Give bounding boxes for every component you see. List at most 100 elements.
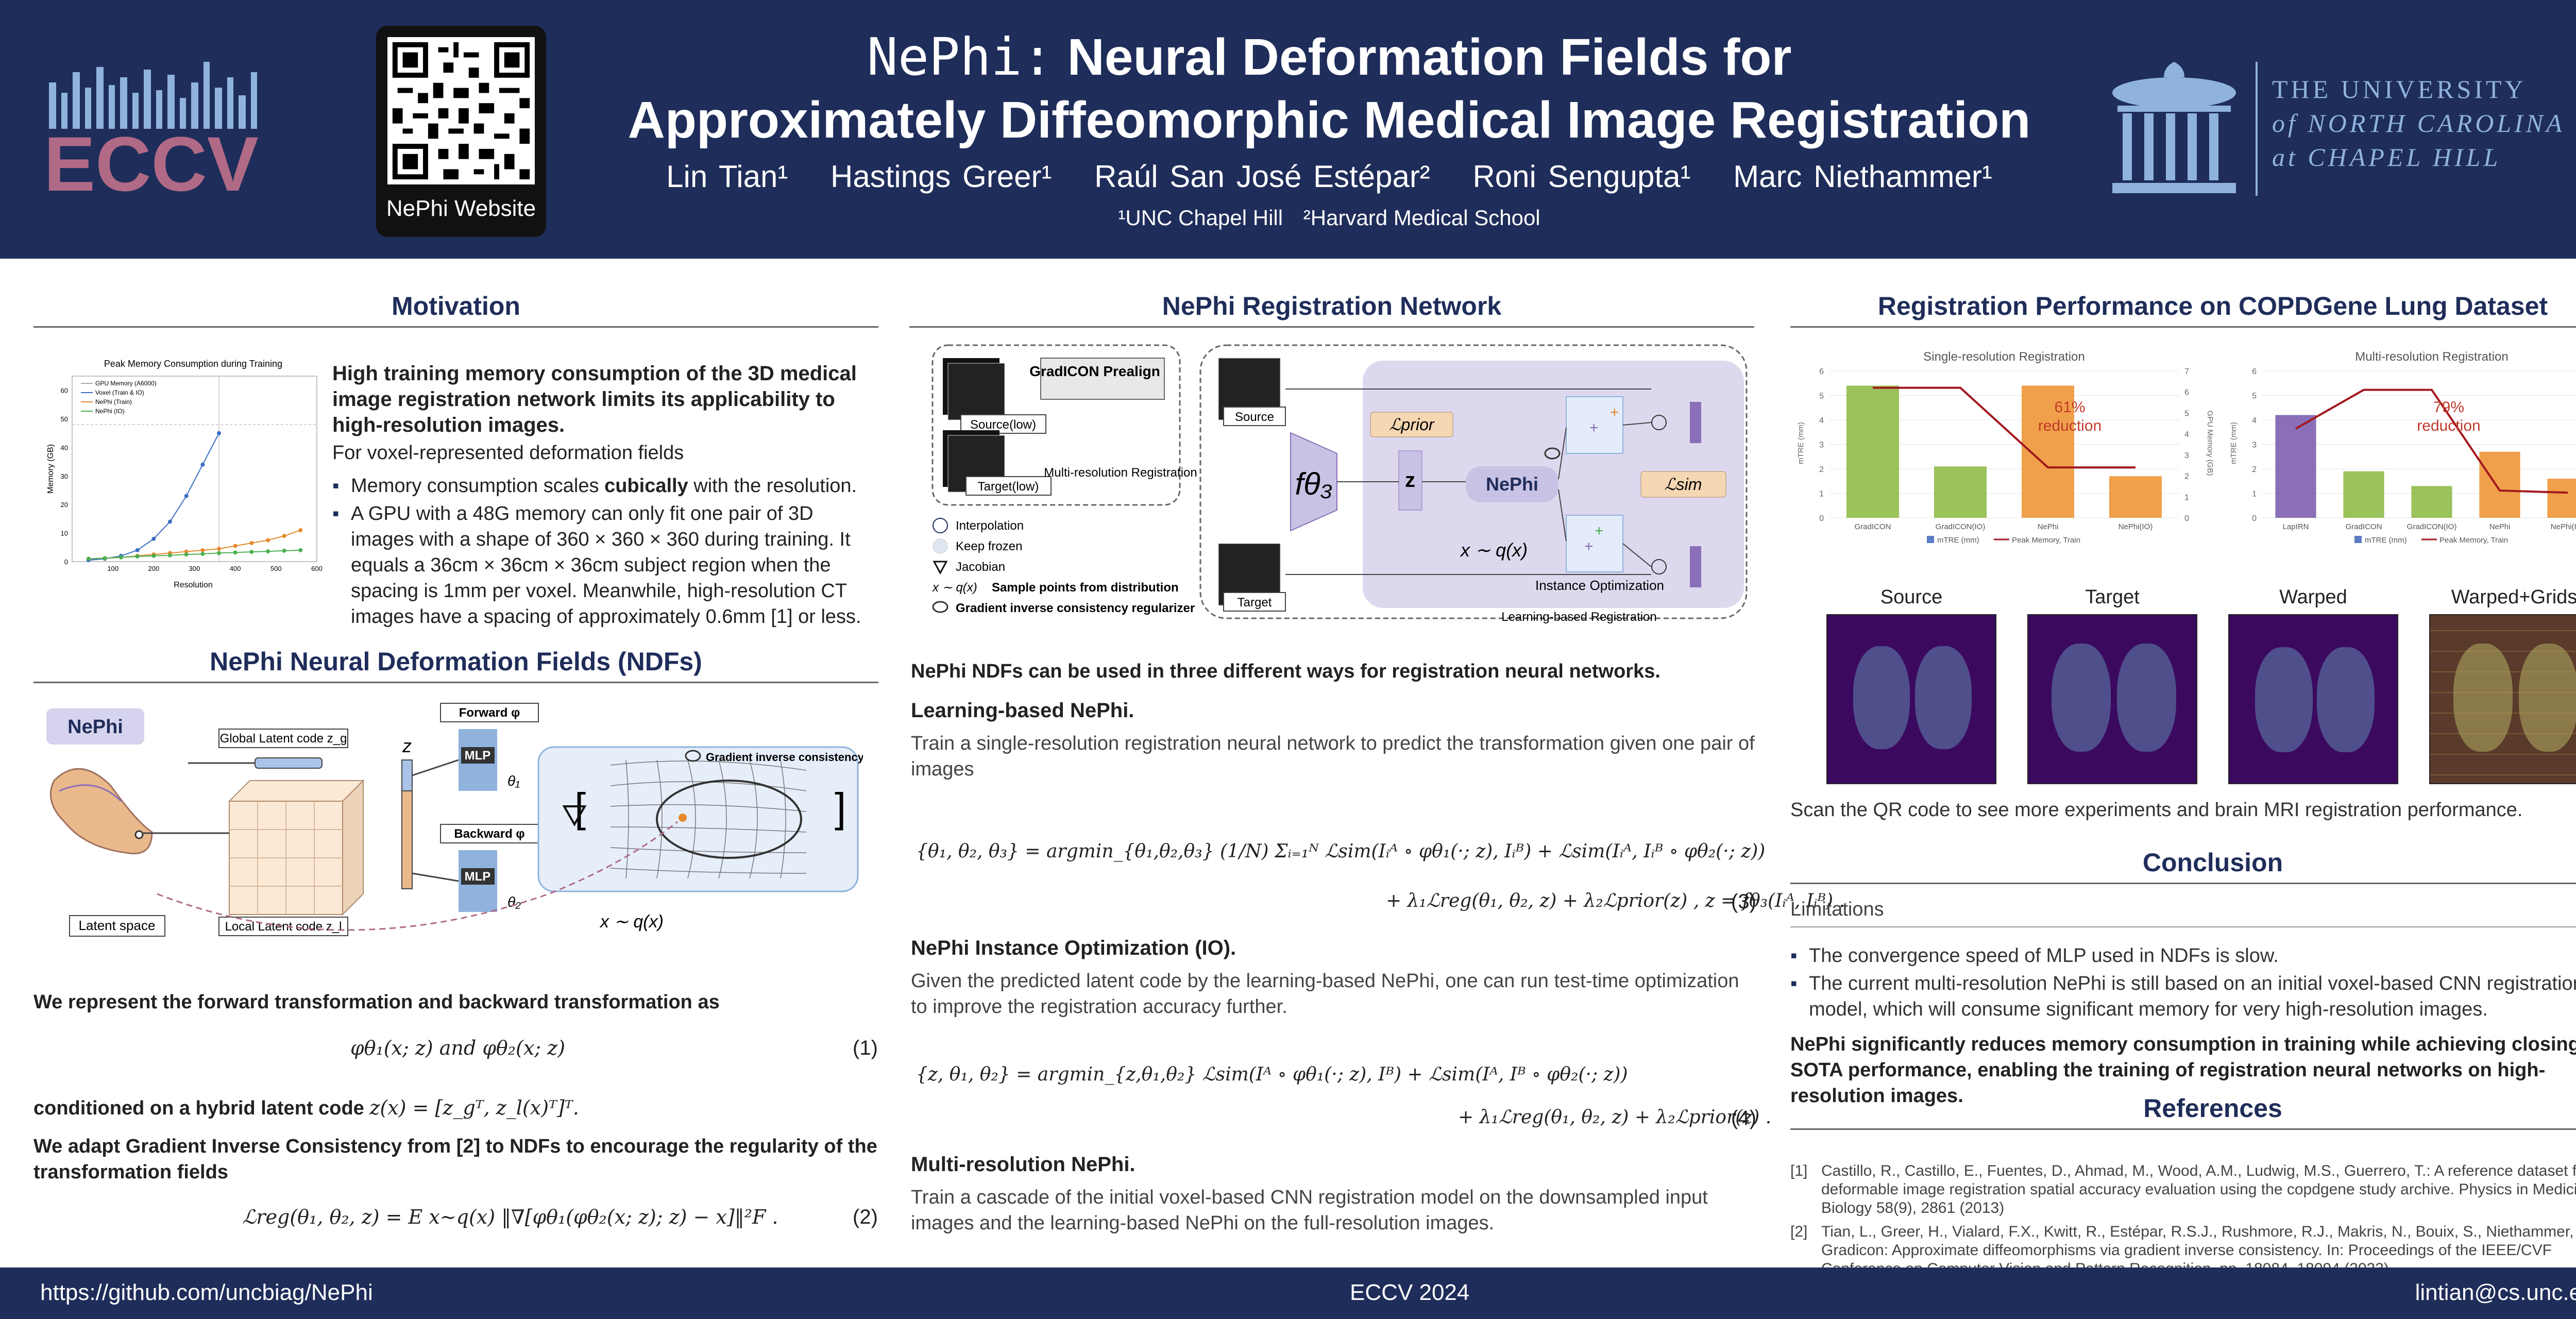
- equation-2: ℒreg(θ₁, θ₂, z) = E x∼q(x) ‖∇[φθ₁(φθ₂(x;…: [242, 1206, 778, 1228]
- author-list: Lin Tian¹ Hastings Greer¹ Raúl San José …: [567, 159, 2092, 194]
- image-label-warped-grids: Warped+Grids: [2451, 586, 2576, 608]
- category-label: LapIRN: [2283, 522, 2309, 531]
- y-tick-label: 5: [2252, 392, 2257, 401]
- y2-tick-label: 0: [2184, 514, 2189, 523]
- y2-tick-label: 6: [2184, 388, 2189, 397]
- legend-swatch: [2354, 536, 2362, 543]
- conclusion-body: Limitations The convergence speed of MLP…: [1790, 897, 2576, 1109]
- legend-label: Voxel (Train & IO): [95, 389, 144, 396]
- network-heading: NePhi Registration Network: [909, 291, 1754, 328]
- data-point: [217, 547, 221, 551]
- y-tick-label: 2: [1819, 465, 1824, 474]
- svg-text:Interpolation: Interpolation: [956, 519, 1024, 533]
- data-point: [266, 538, 270, 543]
- svg-text:x ∼ q(x): x ∼ q(x): [599, 912, 664, 932]
- chart-title: Peak Memory Consumption during Training: [104, 359, 282, 369]
- unc-line: of NORTH CAROLINA: [2272, 109, 2565, 138]
- bar: [2343, 471, 2384, 518]
- y-tick-label: 10: [61, 530, 68, 537]
- category-label: GradICON(IO): [2407, 522, 2457, 531]
- title-mono: NePhi:: [867, 27, 1053, 87]
- y-axis-label: mTRE (mm): [1797, 422, 1805, 464]
- series-line: [88, 433, 219, 561]
- category-label: GradICON: [2346, 522, 2382, 531]
- data-point: [298, 548, 303, 552]
- author: Roni Sengupta¹: [1472, 159, 1691, 194]
- qr-code[interactable]: [387, 37, 535, 184]
- legend-label: GPU Memory (A6000): [95, 380, 157, 387]
- svg-text:Instance Optimization: Instance Optimization: [1535, 578, 1664, 593]
- data-point: [233, 544, 238, 548]
- data-point: [249, 550, 254, 554]
- y-axis-label: Memory (GB): [46, 444, 55, 494]
- data-point: [217, 551, 221, 555]
- affiliation: ¹UNC Chapel Hill: [1118, 206, 1283, 230]
- svg-text:Target(low): Target(low): [978, 480, 1039, 494]
- data-point: [200, 548, 205, 552]
- svg-text:Local Latent code z_l: Local Latent code z_l: [225, 920, 342, 934]
- old-well-icon: [2112, 62, 2236, 193]
- data-point: [135, 548, 140, 552]
- data-point: [151, 536, 156, 541]
- data-point: [217, 431, 221, 435]
- author: Marc Niethammer¹: [1733, 159, 1992, 194]
- svg-text:ℒprior: ℒprior: [1389, 415, 1434, 434]
- equation-1-number: (1): [853, 1037, 878, 1059]
- svg-text:+: +: [1610, 404, 1619, 421]
- legend-label: Peak Memory, Train: [2439, 536, 2508, 545]
- poster-title: NePhi: Neural Deformation Fields for App…: [567, 26, 2092, 230]
- motivation-bullet: Memory consumption scales cubically with…: [332, 473, 881, 499]
- data-point: [135, 554, 140, 559]
- reduction-callout: reduction: [2417, 417, 2480, 434]
- svg-text:Target: Target: [1238, 596, 1272, 610]
- target-image: [2027, 614, 2197, 784]
- github-link[interactable]: https://github.com/uncbiag/NePhi: [40, 1280, 373, 1305]
- author: Raúl San José Estépar²: [1094, 159, 1430, 194]
- reduction-callout: 79%: [2433, 399, 2464, 416]
- svg-text:θ₂: θ₂: [507, 894, 521, 910]
- motivation-heading: Motivation: [33, 291, 878, 328]
- data-point: [184, 494, 189, 498]
- legend-label: NePhi (Train): [95, 398, 132, 405]
- warped-image: [2228, 614, 2398, 784]
- image-label-warped: Warped: [2279, 586, 2347, 608]
- source-image: [1826, 614, 1996, 784]
- y2-tick-label: 7: [2184, 367, 2189, 376]
- legend-label: NePhi (IO): [95, 408, 125, 415]
- chart-title: Multi-resolution Registration: [2355, 350, 2508, 364]
- lb-title: Learning-based NePhi.: [911, 699, 1134, 722]
- unc-line: at CHAPEL HILL: [2272, 143, 2501, 172]
- conclusion-heading: Conclusion: [1790, 848, 2576, 884]
- io-title: NePhi Instance Optimization (IO).: [911, 937, 1236, 959]
- data-point: [298, 528, 303, 533]
- y-tick-label: 0: [1819, 514, 1824, 523]
- y-tick-label: 5: [1819, 392, 1824, 401]
- bar: [2479, 451, 2520, 518]
- io-section: NePhi Instance Optimization (IO). Given …: [911, 935, 1756, 1020]
- svg-text:fθ₃: fθ₃: [1295, 467, 1332, 501]
- svg-text:θ₁: θ₁: [507, 773, 520, 789]
- x-tick-label: 300: [189, 565, 200, 572]
- category-label: NePhi: [2038, 522, 2059, 531]
- svg-text:MLP: MLP: [465, 870, 491, 884]
- contact-email[interactable]: lintian@cs.unc.edu: [2415, 1280, 2576, 1305]
- data-point: [184, 549, 189, 554]
- reduction-callout: 61%: [2054, 399, 2085, 416]
- bar: [2547, 479, 2576, 518]
- footer-conference: ECCV 2024: [1350, 1280, 1470, 1305]
- performance-heading: Registration Performance on COPDGene Lun…: [1790, 291, 2576, 328]
- y-tick-label: 50: [61, 415, 68, 423]
- y-tick-label: 4: [2252, 416, 2257, 425]
- legend-label: Peak Memory, Train: [2012, 536, 2080, 545]
- category-label: GradICON(IO): [1936, 522, 1986, 531]
- y-tick-label: 60: [61, 387, 68, 395]
- equation-4-line2: + λ₁ℒreg(θ₁, θ₂, z) + λ₂ℒprior(z) .: [1458, 1107, 1772, 1128]
- author: Hastings Greer¹: [830, 159, 1052, 194]
- network-text: NePhi NDFs can be used in three differen…: [911, 658, 1756, 782]
- plot-frame: [72, 376, 317, 562]
- y-tick-label: 0: [64, 558, 68, 566]
- qr-code-panel[interactable]: NePhi Website: [376, 26, 546, 237]
- data-point: [184, 552, 189, 557]
- network-intro: NePhi NDFs can be used in three differen…: [911, 661, 1660, 682]
